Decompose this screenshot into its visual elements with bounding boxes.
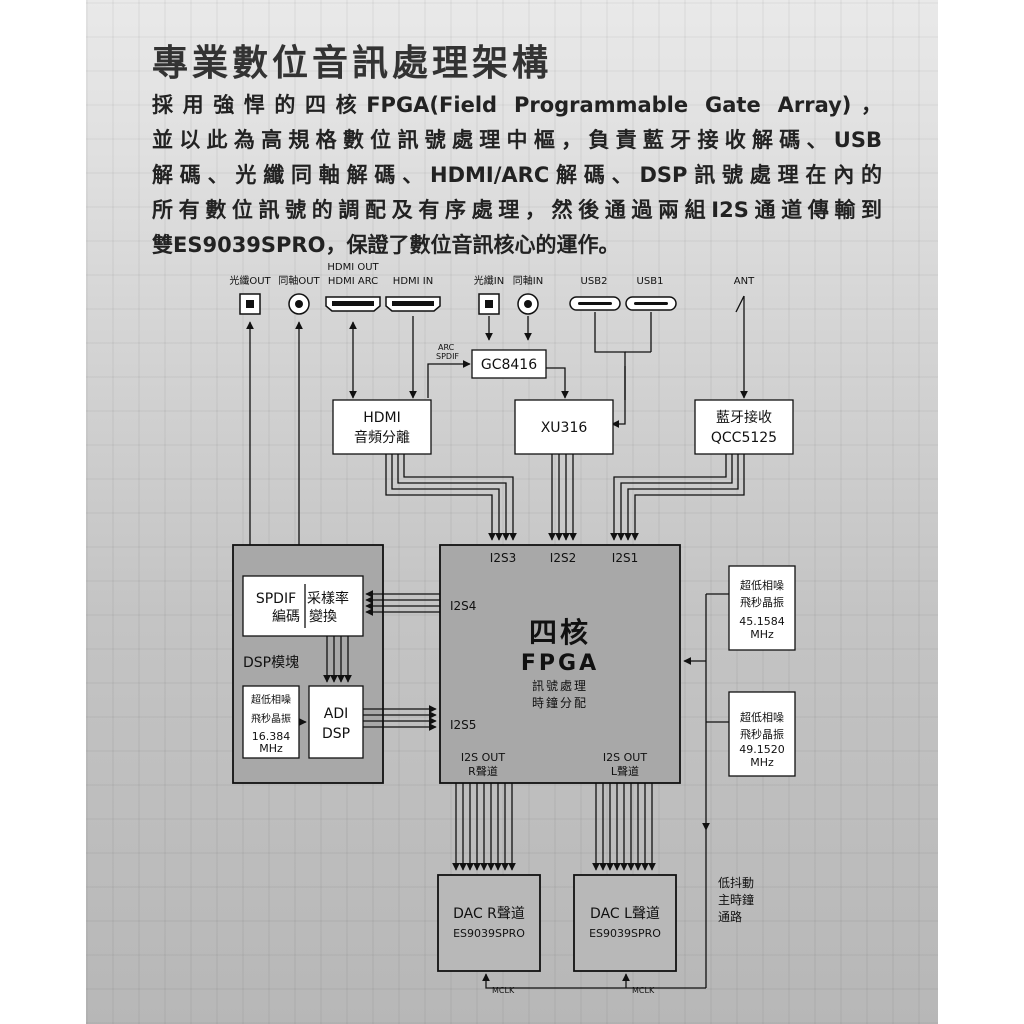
dac-r-chip: ES9039SPRO <box>453 927 525 940</box>
i2s4-label: I2S4 <box>450 599 476 613</box>
clock-path-label: 通路 <box>718 909 742 924</box>
hdmi-arc-port-icon <box>325 296 381 312</box>
i2s3-label: I2S3 <box>490 551 516 565</box>
usb1-label: USB1 <box>637 276 664 287</box>
i2s4-bus <box>365 590 440 616</box>
r-channel-bus <box>452 783 516 871</box>
hdmi-arc-label: HDMI ARC <box>328 276 378 287</box>
antenna-icon <box>735 295 745 318</box>
intro-line: 解碼、光纖同軸解碼、HDMI/ARC解碼、DSP訊號處理在內的 <box>152 163 882 187</box>
src-to-adi-bus <box>323 636 352 683</box>
bluetooth-label: QCC5125 <box>711 430 777 446</box>
usb2-label: USB2 <box>581 276 608 287</box>
i2s-out-r-label: I2S OUT <box>461 751 505 764</box>
l-channel-bus <box>592 783 656 871</box>
i2s5-bus <box>363 705 437 731</box>
osc-freq: 45.1584 <box>739 615 785 628</box>
clock-path-label: 主時鐘 <box>718 892 754 907</box>
arc-signal-label: ARC <box>438 343 455 352</box>
xu316-label: XU316 <box>541 420 588 436</box>
osc-label: 飛秒晶振 <box>251 712 291 725</box>
dac-l-label: DAC L聲道 <box>590 905 660 922</box>
page-title: 專業數位音訊處理架構 <box>152 43 553 84</box>
i2s-out-l-label: I2S OUT <box>603 751 647 764</box>
osc-label: 超低相噪 <box>740 578 784 592</box>
adi-label: ADI <box>324 706 349 722</box>
fpga-block: I2S3 I2S2 I2S1 I2S4 I2S5 四核 FPGA 訊號處理 時鐘… <box>439 544 681 784</box>
optical-out-port-icon <box>239 293 261 315</box>
i2s2-label: I2S2 <box>550 551 576 565</box>
hdmi-in-label: HDMI IN <box>393 276 433 287</box>
coax-out-port-icon <box>288 293 310 315</box>
i2s-out-l-label: L聲道 <box>611 764 639 778</box>
i2s1-label: I2S1 <box>612 551 638 565</box>
intro-line: 雙ES9039SPRO，保證了數位音訊核心的運作。 <box>152 233 620 257</box>
osc-label: 超低相噪 <box>251 693 291 706</box>
oscillator-49m-block: 超低相噪 飛秒晶振 49.1520 MHz <box>728 691 796 777</box>
dsp-oscillator-block: 超低相噪 飛秒晶振 16.384 MHz <box>242 685 300 759</box>
src-label: 采樣率 <box>307 590 349 607</box>
coax-in-port-icon <box>517 293 539 315</box>
osc-freq: 16.384 <box>252 730 291 743</box>
optical-out-label: 光纖OUT <box>229 274 271 287</box>
bluetooth-receiver-block: 藍牙接收 QCC5125 <box>694 399 794 455</box>
osc-unit: MHz <box>750 756 774 769</box>
hdmi-audio-separation-block: HDMI 音頻分離 <box>332 399 432 455</box>
usb2-port-icon <box>569 296 621 311</box>
dsp-module-label: DSP模塊 <box>243 655 299 671</box>
coax-in-label: 同軸IN <box>513 274 543 287</box>
i2s3-bus <box>385 454 517 541</box>
intro-line: 並以此為高規格數位訊號處理中樞，負責藍牙接收解碼、USB <box>152 128 882 152</box>
spdif-label: SPDIF <box>256 591 296 607</box>
gc8416-block: GC8416 <box>471 349 547 379</box>
master-clock-lines <box>482 593 729 989</box>
osc-unit: MHz <box>750 628 774 641</box>
usb1-port-icon <box>625 296 677 311</box>
hdmi-sep-label: 音頻分離 <box>354 429 410 446</box>
src-label: 變換 <box>309 609 337 625</box>
dac-r-block: DAC R聲道 ES9039SPRO <box>437 874 541 972</box>
osc-label: 飛秒晶振 <box>740 727 784 741</box>
optical-in-port-icon <box>478 293 500 315</box>
hdmi-out-label: HDMI OUT <box>327 262 379 273</box>
fpga-subtitle: 訊號處理 <box>532 678 588 693</box>
intro-paragraph: 採用強悍的四核FPGA(Field Programmable Gate Arra… <box>152 88 882 263</box>
oscillator-45m-block: 超低相噪 飛秒晶振 45.1584 MHz <box>728 565 796 651</box>
i2s2-bus <box>548 454 577 541</box>
intro-line: 所有數位訊號的調配及有序處理，然後通過兩組I2S通道傳輸到 <box>152 198 882 222</box>
intro-line: 採用強悍的四核FPGA(Field Programmable Gate Arra… <box>152 93 882 117</box>
dac-l-chip: ES9039SPRO <box>589 927 661 940</box>
spdif-src-block: SPDIF 編碼 采樣率 變換 <box>242 575 364 637</box>
osc-freq: 49.1520 <box>739 743 785 756</box>
adi-label: DSP <box>322 726 350 742</box>
gc8416-label: GC8416 <box>481 357 537 373</box>
fpga-subtitle: 時鐘分配 <box>532 695 588 710</box>
i2s-out-r-label: R聲道 <box>468 764 498 778</box>
spdif-signal-label: SPDIF <box>436 352 459 361</box>
fpga-title: FPGA <box>521 651 599 676</box>
mclk-label: MCLK <box>632 986 655 995</box>
hdmi-in-port-icon <box>385 296 441 312</box>
fpga-title: 四核 <box>529 616 591 649</box>
osc-label: 飛秒晶振 <box>740 595 784 609</box>
optical-in-label: 光纖IN <box>474 274 504 287</box>
xu316-block: XU316 <box>514 399 614 455</box>
mclk-label: MCLK <box>492 986 515 995</box>
spdif-label: 編碼 <box>272 609 300 625</box>
i2s5-label: I2S5 <box>450 718 476 732</box>
ant-label: ANT <box>734 276 755 287</box>
coax-out-label: 同軸OUT <box>278 274 320 287</box>
clock-path-label: 低抖動 <box>718 876 754 890</box>
adi-dsp-block: ADI DSP <box>308 685 364 759</box>
osc-unit: MHz <box>259 742 283 755</box>
hdmi-sep-label: HDMI <box>363 410 401 426</box>
osc-label: 超低相噪 <box>740 710 784 724</box>
bluetooth-label: 藍牙接收 <box>716 409 772 426</box>
i2s1-bus <box>610 454 745 541</box>
dac-l-block: DAC L聲道 ES9039SPRO <box>573 874 677 972</box>
dac-r-label: DAC R聲道 <box>453 905 525 922</box>
